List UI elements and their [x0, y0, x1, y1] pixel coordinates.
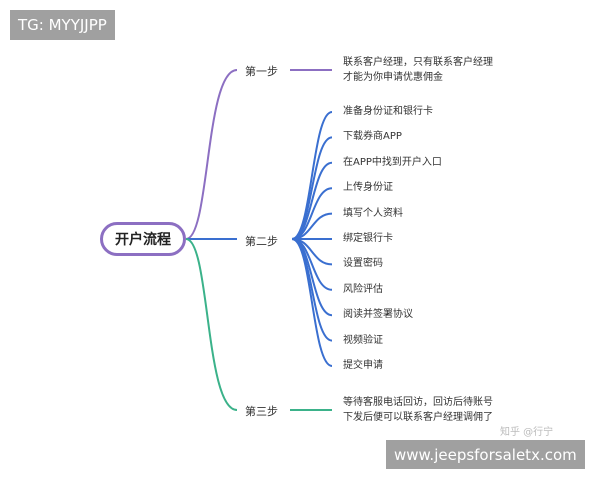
step-2-item: 提交申请 [343, 360, 383, 371]
root-node: 开户流程 [100, 222, 186, 256]
connector-step1 [185, 69, 238, 240]
step-2-item: 绑定银行卡 [343, 233, 393, 244]
step-3-label: 第三步 [245, 405, 278, 418]
step-2-item: 上传身份证 [343, 182, 393, 194]
step-3-text-line2: 下发后便可以联系客户经理调佣了 [343, 412, 493, 423]
step-1-text-line2: 才能为你申请优惠佣金 [343, 72, 443, 83]
step-1-text-line1: 联系客户经理，只有联系客户经理 [343, 57, 493, 68]
connector-item [291, 136, 333, 240]
step-2-item: 阅读并签署协议 [343, 309, 413, 321]
step-1-label: 第一步 [245, 65, 278, 78]
step-2-item: 视频验证 [343, 334, 383, 346]
tg-badge: TG: MYYJJPP [10, 10, 115, 40]
connector-item [291, 238, 333, 367]
step-2-item: 下载券商APP [343, 131, 402, 143]
step-3-text-line1: 等待客服电话回访，回访后待账号 [343, 397, 493, 408]
step-2-item: 填写个人资料 [343, 207, 403, 219]
step-2-item: 在APP中找到开户入口 [343, 156, 442, 168]
step-2-item: 风险评估 [343, 283, 383, 295]
step-2-label: 第二步 [245, 235, 278, 248]
connector-item [291, 111, 333, 240]
connector-step3 [185, 238, 238, 411]
step-2-item: 设置密码 [343, 258, 383, 270]
url-badge: www.jeepsforsaletx.com [386, 440, 585, 469]
step-2-item: 准备身份证和银行卡 [343, 106, 433, 117]
step-2-connector-fan [291, 111, 333, 367]
connector-item [291, 238, 333, 342]
watermark: 知乎 @行宁 [500, 427, 554, 438]
